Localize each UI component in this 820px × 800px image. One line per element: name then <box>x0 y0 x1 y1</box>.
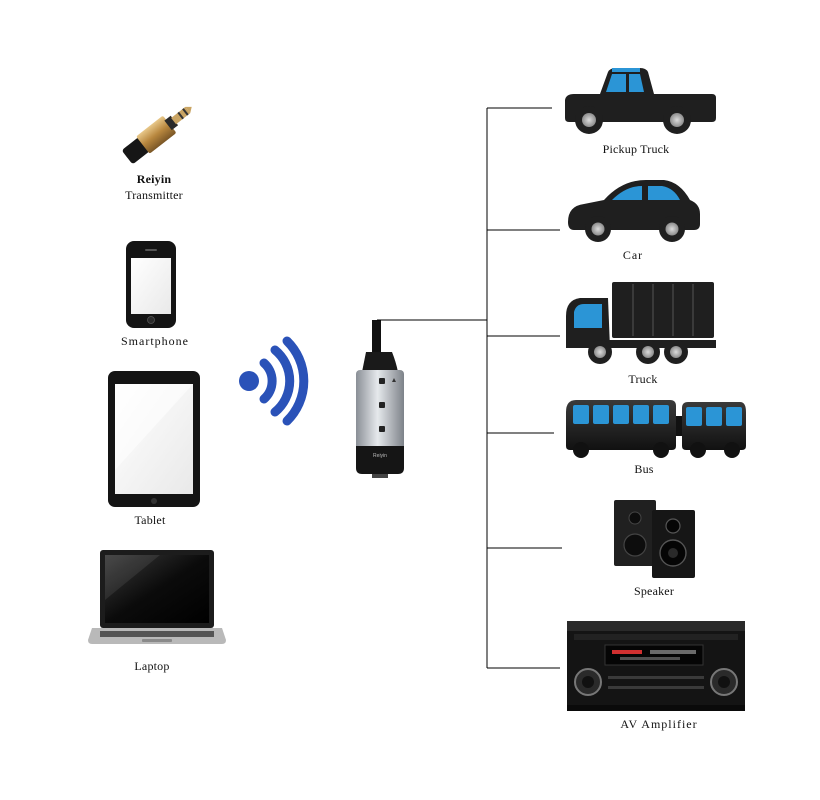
truck-label: Truck <box>628 372 658 386</box>
laptop-label: Laptop <box>134 659 170 673</box>
connector-lines <box>377 107 562 669</box>
av-amplifier-label: AV Amplifier <box>620 717 698 731</box>
av-amplifier-icon <box>567 621 745 711</box>
bus-icon <box>566 400 746 458</box>
car-label: Car <box>622 248 644 262</box>
pickup-truck-label: Pickup Truck <box>602 142 670 156</box>
receiver-brand-text: Reiyin <box>373 453 387 459</box>
tablet-label: Tablet <box>134 513 166 527</box>
transmitter-brand-label: Reiyin <box>136 172 172 186</box>
pickup-truck-icon <box>565 68 716 134</box>
car-icon <box>568 180 700 242</box>
truck-icon <box>566 282 716 364</box>
smartphone-label: Smartphone <box>121 334 189 348</box>
transmitter-label: Transmitter <box>125 188 183 202</box>
receiver-icon: Reiyin <box>356 320 404 478</box>
laptop-icon <box>88 550 226 644</box>
bus-label: Bus <box>634 462 654 476</box>
transmitter-icon <box>122 106 192 164</box>
tablet-icon <box>108 371 200 507</box>
speaker-icon <box>614 500 695 578</box>
wireless-signal-icon <box>239 336 309 426</box>
smartphone-icon <box>126 241 176 328</box>
speaker-label: Speaker <box>633 584 675 598</box>
